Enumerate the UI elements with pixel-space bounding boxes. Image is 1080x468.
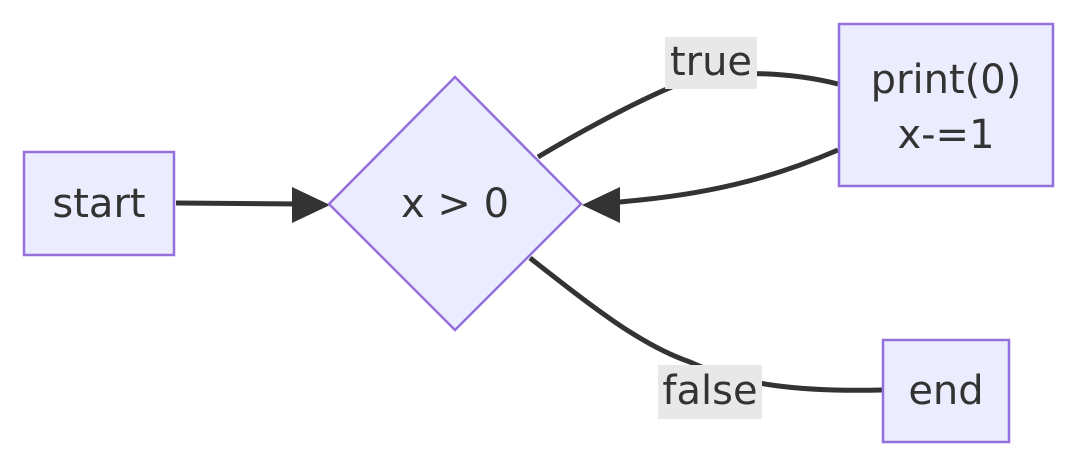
svg-text:print(0): print(0): [871, 57, 1022, 103]
edge-label-true: true: [665, 37, 757, 89]
node-end: end: [881, 338, 1011, 444]
svg-text:x-=1: x-=1: [897, 112, 994, 158]
svg-text:false: false: [662, 368, 757, 414]
edge-loop-body-to-decision: [609, 147, 839, 206]
svg-text:end: end: [908, 368, 983, 414]
svg-text:x > 0: x > 0: [401, 181, 509, 227]
node-start: start: [22, 150, 176, 257]
svg-text:start: start: [52, 181, 145, 227]
svg-text:true: true: [670, 39, 752, 85]
edge-label-false: false: [658, 365, 762, 419]
arrow-head-into-decision-right: [582, 187, 620, 223]
arrow-head-into-decision-left: [292, 187, 330, 223]
node-loop-body: print(0) x-=1: [837, 22, 1055, 188]
edge-decision-to-end: [528, 256, 883, 393]
edge-start-to-decision: [175, 200, 301, 207]
node-decision: x > 0: [327, 75, 583, 332]
